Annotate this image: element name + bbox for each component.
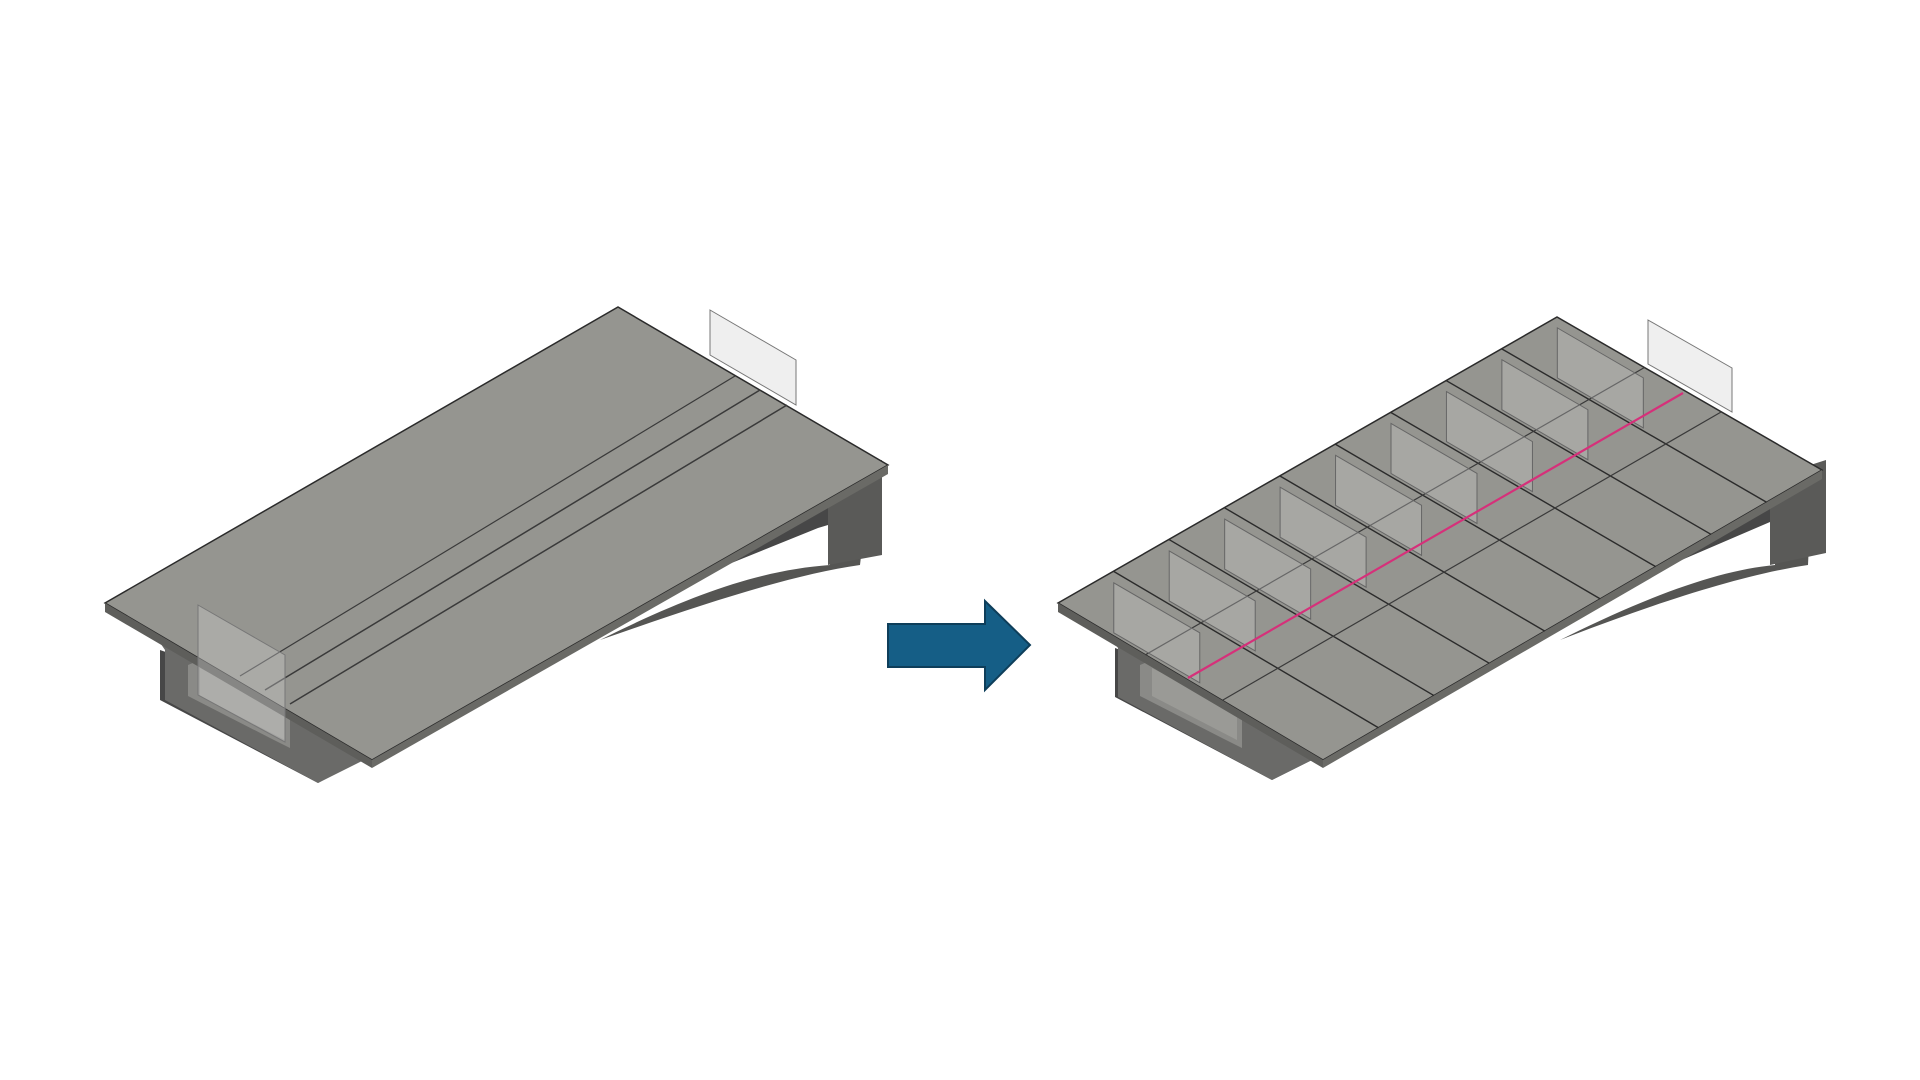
deck-longitudinal-line [1221, 411, 1722, 701]
segment-diaphragm-plane [1279, 486, 1367, 589]
segment-diaphragm-plane [1445, 390, 1533, 493]
segment-division-lines [1113, 348, 1767, 729]
segment-joint-line [1501, 348, 1767, 503]
segment-centerline [1187, 392, 1684, 679]
segment-joint-line [1168, 538, 1435, 697]
segment-joint-line [1445, 379, 1712, 536]
deck-line-3 [239, 375, 736, 677]
girder-cell-inner [200, 668, 285, 740]
segment-diaphragm-plane [1113, 581, 1201, 684]
diaphragm-plane-near [197, 604, 286, 743]
bridge-model-after [1056, 316, 1826, 780]
transformation-arrow [887, 598, 1032, 693]
segment-diaphragm-plane [1556, 327, 1644, 429]
diaphragm-plane-far [1647, 319, 1733, 413]
deck-edge-right [1323, 470, 1822, 768]
segment-joint-line [1390, 411, 1657, 568]
segment-joint-line [1334, 443, 1601, 600]
right-arrow-icon [887, 598, 1032, 693]
bridge-model-before [103, 306, 890, 783]
diaphragm-plane-far [709, 309, 797, 406]
segment-diaphragm-plane [1390, 422, 1478, 525]
deck-longitudinal-line [1145, 366, 1645, 656]
segment-joint-line [1279, 475, 1546, 632]
segment-diaphragm-plane [1168, 550, 1256, 652]
deck-edge-right [372, 465, 888, 768]
segment-diaphragm-plane [1335, 454, 1423, 557]
deck-line-2 [289, 404, 788, 705]
deck-edge-front [105, 603, 372, 768]
segment-diaphragms [1113, 327, 1644, 684]
deck-line-1 [264, 389, 761, 691]
girder-cell-inner [1152, 668, 1237, 740]
segment-joint-line [1113, 570, 1379, 729]
deck-edge-front [1058, 603, 1323, 768]
segment-diaphragm-plane [1224, 518, 1312, 620]
segment-diaphragm-plane [1501, 358, 1589, 461]
segment-joint-line [1223, 507, 1490, 664]
